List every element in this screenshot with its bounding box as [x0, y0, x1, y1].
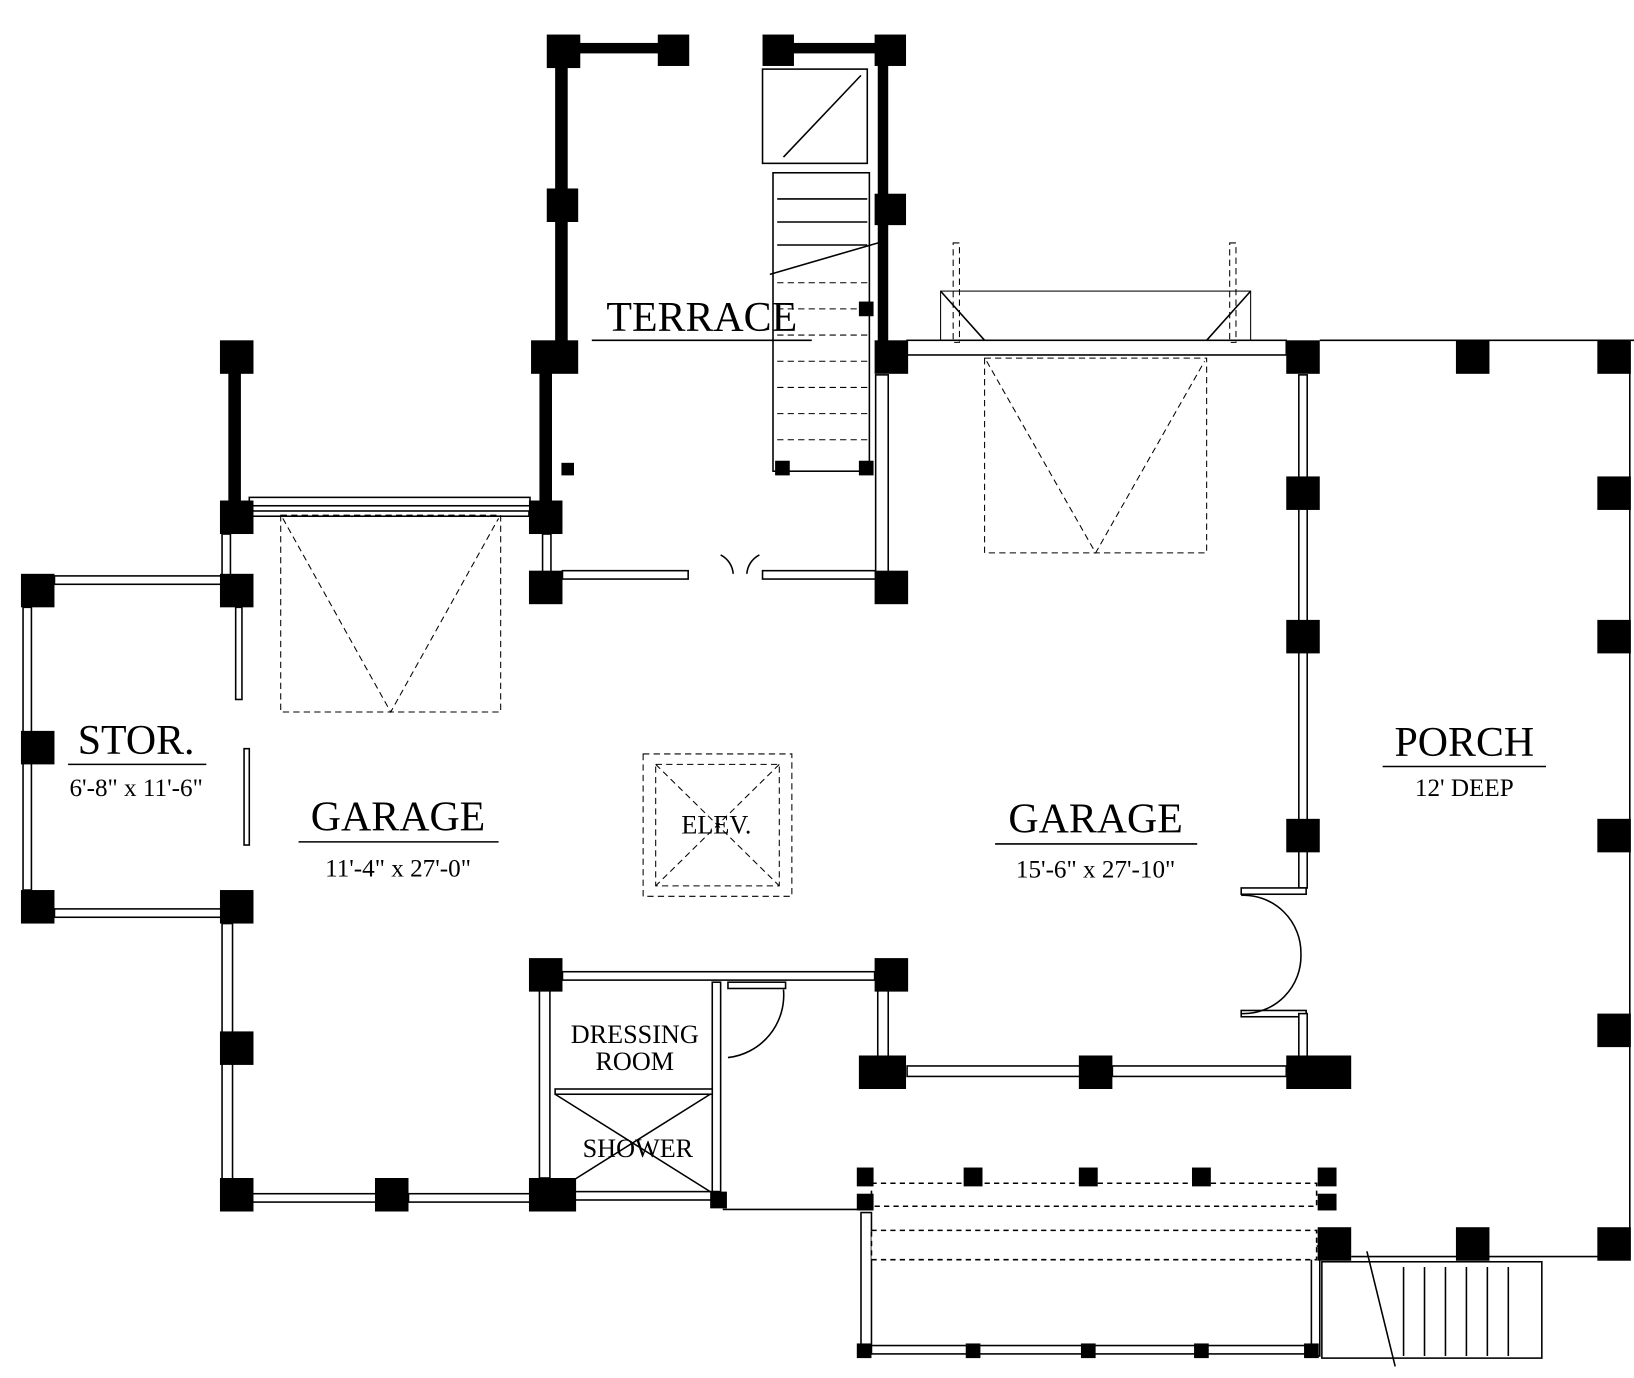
dressing-room-label-line2: ROOM [595, 1047, 674, 1076]
dressing-room-label-line1: DRESSING [571, 1020, 699, 1049]
elevator-label: ELEV. [681, 811, 751, 840]
terrace-label: TERRACE [606, 295, 797, 341]
shower-label: SHOWER [583, 1134, 694, 1163]
storage-size: 6'-8" x 11'-6" [70, 775, 203, 802]
garage-right-label: GARAGE [1008, 796, 1183, 842]
walls [22, 41, 1634, 1367]
room-labels: TERRACE STOR. 6'-8" x 11'-6" GARAGE 11'-… [68, 295, 1547, 1163]
storage-label: STOR. [78, 718, 195, 764]
porch-size: 12' DEEP [1415, 775, 1514, 802]
garage-left-label: GARAGE [311, 794, 486, 840]
columns [20, 34, 1631, 1359]
garage-left-size: 11'-4" x 27'-0" [325, 855, 471, 882]
garage-right-size: 15'-6" x 27'-10" [1016, 856, 1175, 883]
porch-label: PORCH [1394, 720, 1534, 766]
